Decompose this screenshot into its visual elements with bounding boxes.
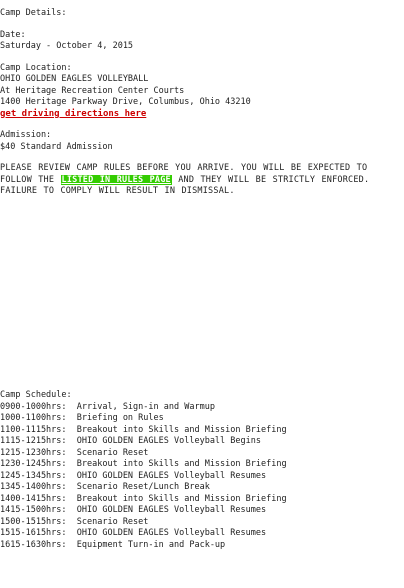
spacer [0, 20, 404, 30]
date-value: Saturday - October 4, 2015 [0, 41, 134, 51]
location-line: OHIO GOLDEN EAGLES VOLLEYBALL [0, 74, 149, 84]
spacer [0, 153, 404, 163]
spacer [0, 0, 404, 8]
schedule-row: 1215-1230hrs: Scenario Reset [0, 447, 149, 458]
schedule-row: 1615-1630hrs: Equipment Turn-in and Pack… [0, 539, 226, 550]
rules-notice-after: AND THEY WILL BE STRICTLY ENFORCED. FAIL… [0, 174, 370, 197]
date-label: Date: [0, 29, 26, 40]
camp-details-section: Camp Details: Date: Saturday - October 4… [0, 0, 404, 198]
schedule-row: 1100-1115hrs: Breakout into Skills and M… [0, 424, 287, 435]
schedule-row: 1245-1345hrs: OHIO GOLDEN EAGLES Volleyb… [0, 470, 267, 481]
admission-value: $40 Standard Admission [0, 141, 113, 152]
camp-details-heading: Camp Details: [0, 8, 67, 18]
schedule-row: 1345-1400hrs: Scenario Reset/Lunch Break [0, 482, 210, 492]
driving-directions-link[interactable]: get driving directions here [0, 108, 147, 119]
schedule-row: 1500-1515hrs: Scenario Reset [0, 516, 149, 527]
camp-schedule-heading: Camp Schedule: [0, 390, 72, 400]
rules-notice-before: PLEASE REVIEW CAMP RULES BEFORE YOU ARRI… [0, 163, 368, 185]
schedule-row: 1000-1100hrs: Briefing on Rules [0, 413, 164, 423]
schedule-row: 1230-1245hrs: Breakout into Skills and M… [0, 459, 287, 469]
schedule-row: 1515-1615hrs: OHIO GOLDEN EAGLES Volleyb… [0, 528, 267, 538]
rules-page-link[interactable]: LISTED IN RULES PAGE [60, 174, 172, 185]
schedule-row: 1400-1415hrs: Breakout into Skills and M… [0, 493, 287, 504]
schedule-row: 0900-1000hrs: Arrival, Sign-in and Warmu… [0, 401, 215, 412]
schedule-row: 1115-1215hrs: OHIO GOLDEN EAGLES Volleyb… [0, 436, 261, 446]
location-line: 1400 Heritage Parkway Drive, Columbus, O… [0, 97, 251, 107]
admission-label: Admission: [0, 130, 52, 140]
location-line: At Heritage Recreation Center Courts [0, 85, 185, 96]
spacer [0, 120, 404, 130]
location-label: Camp Location: [0, 62, 72, 73]
rules-notice: PLEASE REVIEW CAMP RULES BEFORE YOU ARRI… [0, 163, 392, 198]
camp-schedule-section: Camp Schedule: 0900-1000hrs: Arrival, Si… [0, 390, 404, 551]
spacer [0, 53, 404, 63]
schedule-row: 1415-1500hrs: OHIO GOLDEN EAGLES Volleyb… [0, 505, 267, 515]
